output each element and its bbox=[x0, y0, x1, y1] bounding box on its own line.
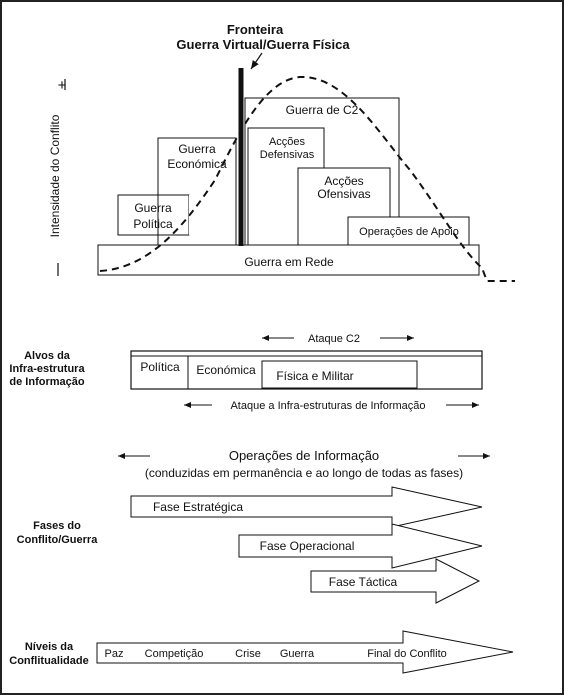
accoes-defensivas-label-1: Acções bbox=[269, 136, 306, 148]
operacoes-title: Operações de Informação bbox=[229, 448, 379, 463]
alvos-heading-1: Alvos da bbox=[24, 350, 71, 362]
guerra-em-rede-label: Guerra em Rede bbox=[244, 255, 334, 269]
fase-estrategica-arrow bbox=[130, 486, 483, 528]
ataque-c2-label: Ataque C2 bbox=[308, 333, 360, 345]
frontier-subtitle: Guerra Virtual/Guerra Física bbox=[176, 37, 350, 52]
operacoes-apoio-box bbox=[347, 216, 470, 246]
guerra-economica-mask bbox=[189, 195, 235, 235]
alvos-heading-2: Infra-estrutura bbox=[9, 363, 85, 375]
frontier-pointer-arrow bbox=[250, 52, 263, 70]
niveis-heading-1: Níveis da bbox=[25, 641, 74, 653]
guerra-economica-label-1: Guerra bbox=[178, 142, 216, 156]
fase-operacional-arrow bbox=[238, 523, 483, 569]
niveis-arrow bbox=[96, 630, 514, 674]
niveis-heading-2: Conflitualidade bbox=[9, 655, 88, 667]
y-axis-plus: + bbox=[58, 77, 67, 94]
nivel-guerra: Guerra bbox=[280, 648, 315, 660]
fase-tactica-arrow bbox=[310, 558, 481, 604]
y-axis-label: Intensidade do Conflito bbox=[48, 114, 62, 237]
guerra-c2-label: Guerra de C2 bbox=[286, 103, 359, 117]
nivel-competicao: Competição bbox=[145, 648, 204, 660]
guerra-economica-label-2: Económica bbox=[167, 157, 227, 171]
fisica-militar-box bbox=[261, 360, 418, 389]
conflict-intensity-curve bbox=[99, 75, 515, 282]
alvos-politica: Política bbox=[140, 360, 180, 374]
operacoes-subtitle: (conduzidas em permanência e ao longo de… bbox=[145, 466, 463, 480]
ataque-infra-label: Ataque a Infra-estruturas de Informação bbox=[230, 400, 425, 412]
accoes-ofensivas-label-1: Acções bbox=[324, 174, 363, 188]
fase-operacional-label: Fase Operacional bbox=[260, 539, 355, 553]
nivel-crise: Crise bbox=[235, 648, 261, 660]
operacoes-apoio-label: Operações de Apoio bbox=[359, 226, 459, 238]
nivel-final-conflito: Final do Conflito bbox=[367, 648, 447, 660]
fases-heading-1: Fases do bbox=[33, 520, 81, 532]
guerra-economica-box bbox=[157, 137, 237, 246]
guerra-em-rede-box bbox=[97, 244, 480, 276]
alvos-fisica-militar: Física e Militar bbox=[276, 369, 353, 383]
fase-estrategica-label: Fase Estratégica bbox=[153, 500, 243, 514]
frontier-title: Fronteira bbox=[227, 22, 284, 37]
fases-heading-2: Conflito/Guerra bbox=[17, 534, 99, 546]
accoes-ofensivas-label-2: Ofensivas bbox=[317, 187, 370, 201]
fase-tactica-label: Fase Táctica bbox=[329, 575, 398, 589]
accoes-defensivas-label-2: Defensivas bbox=[260, 149, 315, 161]
guerra-politica-label-1: Guerra bbox=[134, 201, 172, 215]
guerra-politica-label-2: Política bbox=[133, 217, 173, 231]
nivel-paz: Paz bbox=[105, 648, 124, 660]
alvos-heading-3: de Informação bbox=[9, 376, 84, 388]
alvos-economica: Económica bbox=[196, 363, 256, 377]
